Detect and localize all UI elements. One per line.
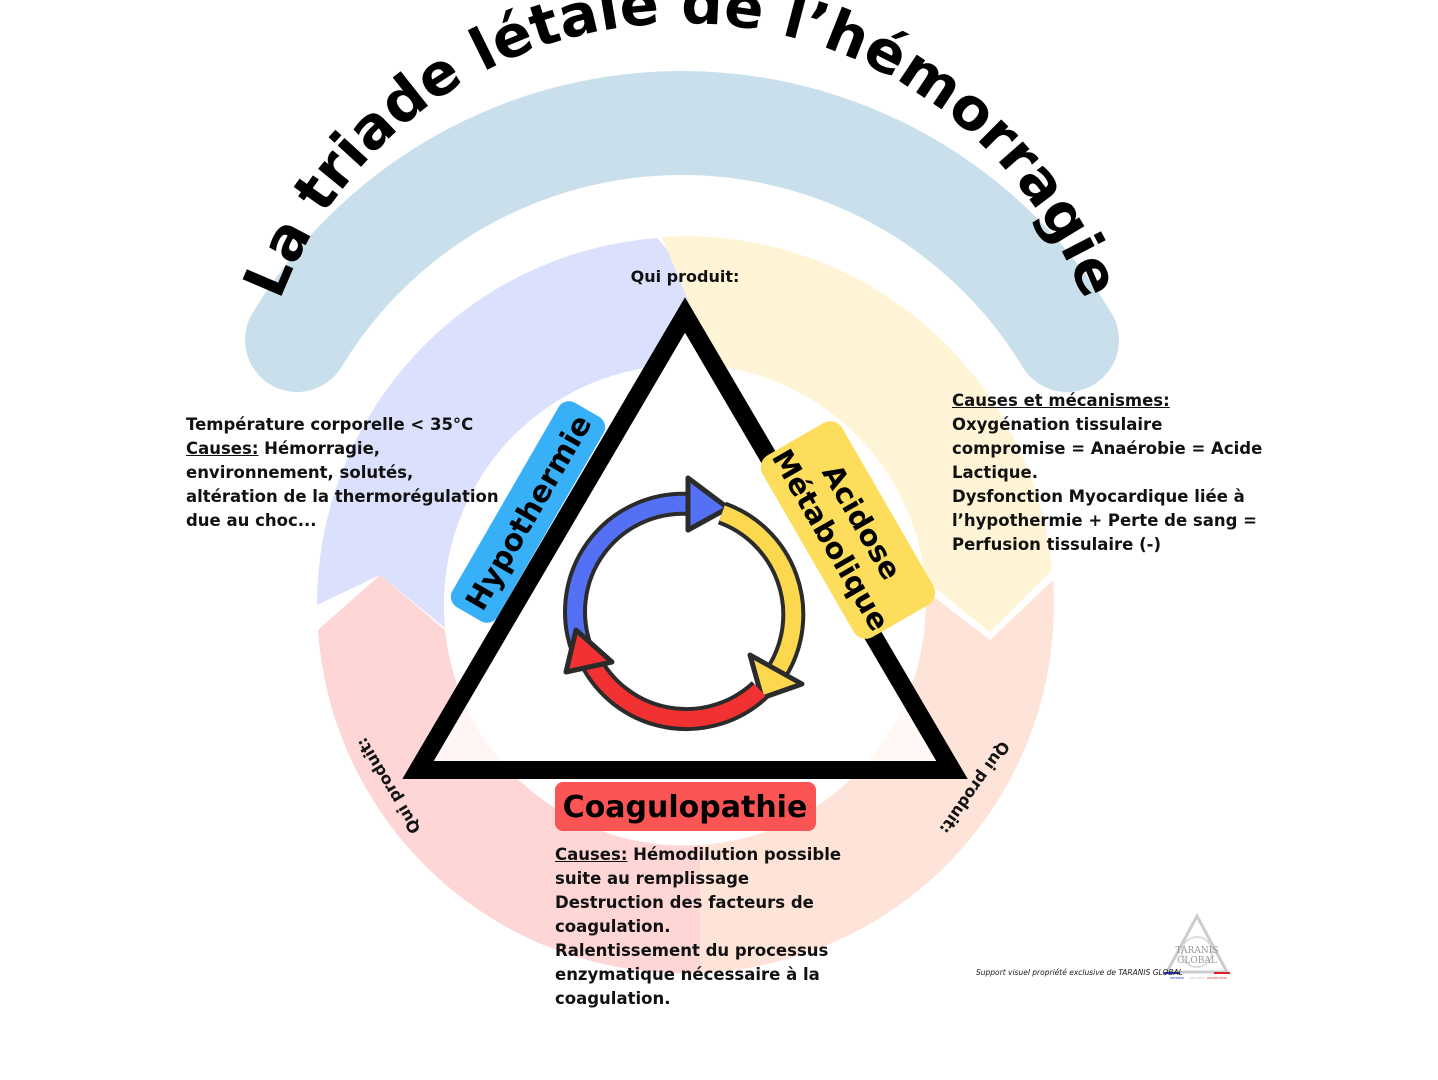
- logo-line2: GLOBAL: [1177, 956, 1217, 966]
- logo-line1: TARANIS: [1176, 946, 1219, 956]
- hypothermie-description: Température corporelle < 35°C Causes: Hé…: [186, 413, 499, 533]
- text-line: enzymatique nécessaire à la: [555, 965, 820, 984]
- text-line: Perfusion tissulaire (-): [952, 535, 1162, 554]
- text-line: due au choc...: [186, 511, 317, 530]
- causes-label: Causes:: [186, 439, 259, 458]
- cycle-arrows: [563, 475, 806, 732]
- causes-text: Hémorragie,: [258, 439, 381, 458]
- causes-label: Causes:: [555, 845, 628, 864]
- logo-tagline-3: PROTECTION: [1207, 976, 1226, 980]
- ring-arrow-blue: [317, 238, 712, 628]
- logo-tagline-2: SECURITE: [1190, 976, 1205, 980]
- cycle-arrowhead-red: [563, 627, 615, 675]
- coagulopathie-description: Causes: Hémodilution possible suite au r…: [555, 843, 841, 1011]
- cycle-arrowhead-blue: [685, 475, 731, 533]
- text-line: Température corporelle < 35°C: [186, 415, 474, 434]
- text-line: Causes: Hémorragie,: [186, 437, 499, 461]
- label-coagulopathie-text: Coagulopathie: [563, 790, 808, 825]
- text-line: Ralentissement du processus: [555, 941, 829, 960]
- text-line: Oxygénation tissulaire: [952, 415, 1163, 434]
- text-line: suite au remplissage: [555, 869, 750, 888]
- label-coagulopathie: Coagulopathie: [555, 782, 816, 831]
- taranis-logo: TARANIS GLOBAL DEFENSE SECURITE PROTECTI…: [1164, 912, 1230, 980]
- title-band: [245, 71, 1119, 392]
- text-line: environnement, solutés,: [186, 463, 414, 482]
- text-line: altération de la thermorégulation: [186, 487, 499, 506]
- acidose-description: Causes et mécanismes: Oxygénation tissul…: [952, 389, 1262, 557]
- text-line: Lactique.: [952, 463, 1038, 482]
- logo-tagline-1: DEFENSE: [1170, 976, 1184, 980]
- causes-text: Hémodilution possible: [627, 845, 842, 864]
- causes-heading: Causes et mécanismes:: [952, 391, 1170, 410]
- ring-arrow-yellow: [662, 236, 1052, 632]
- text-line: compromise = Anaérobie = Acide: [952, 439, 1263, 458]
- text-line: l’hypothermie + Perte de sang =: [952, 511, 1257, 530]
- credit-text: Support visuel propriété exclusive de TA…: [976, 968, 1183, 977]
- text-line: Causes: Hémodilution possible: [555, 843, 841, 867]
- cycle-arrowhead-yellow: [747, 652, 805, 701]
- text-line: Destruction des facteurs de: [555, 893, 814, 912]
- text-line: coagulation.: [555, 989, 671, 1008]
- text-line: Dysfonction Myocardique liée à: [952, 487, 1245, 506]
- qui-produit-top: Qui produit:: [631, 267, 740, 286]
- text-line: coagulation.: [555, 917, 671, 936]
